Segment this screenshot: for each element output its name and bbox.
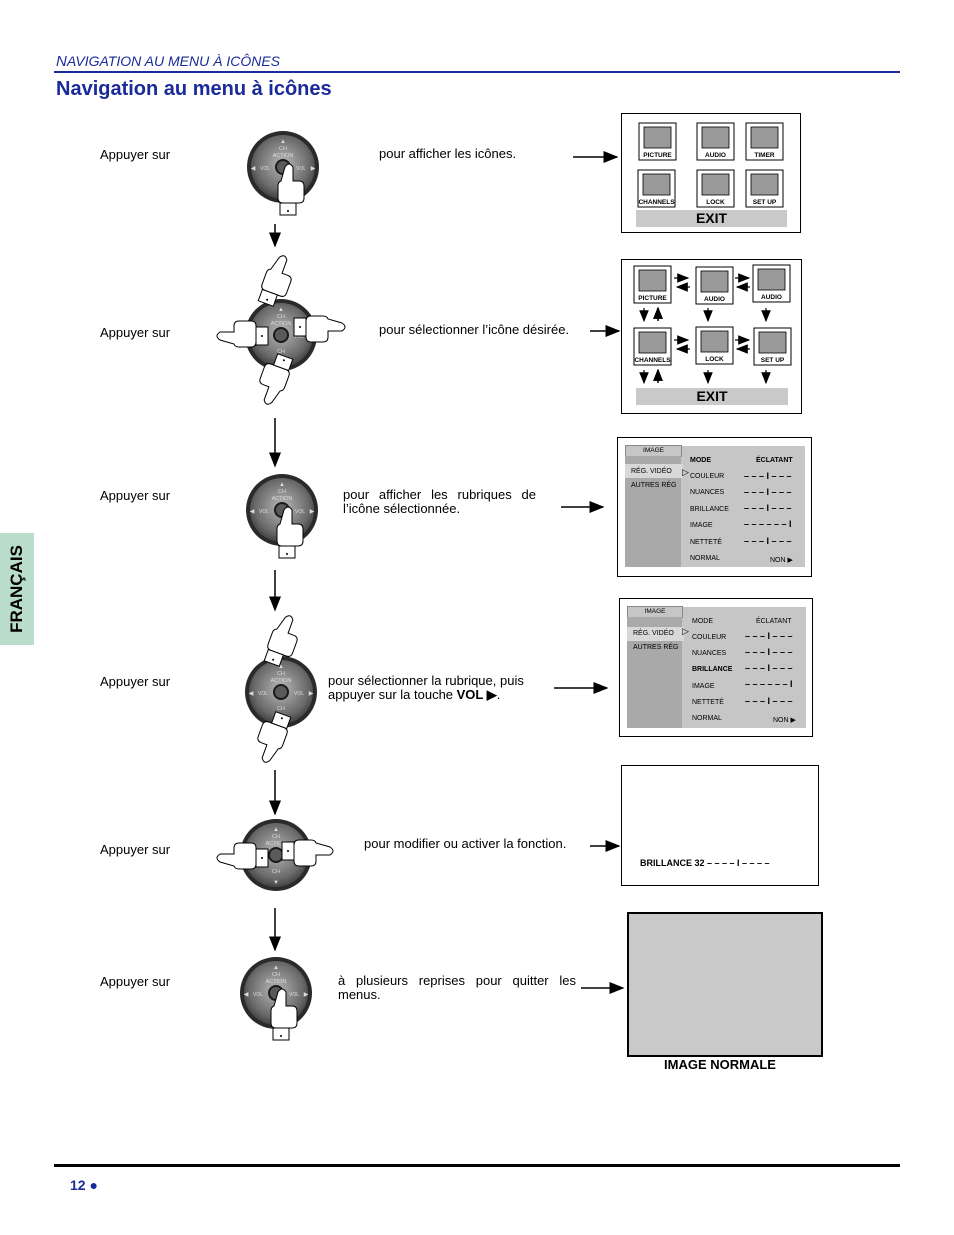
row-nettete-value-2: – – – I – – – xyxy=(745,696,793,706)
row-normal-value: NON ▶ xyxy=(770,557,793,564)
row-image-value: – – – – – – I xyxy=(744,519,792,529)
svg-text:CHANNELS: CHANNELS xyxy=(634,357,671,364)
left-item-video-2[interactable]: RÉG. VIDÉO xyxy=(633,630,674,637)
row-brillance-label: BRILLANCE xyxy=(690,506,729,513)
icon-nav-panel: PICTURE AUDIO AUDIO CHANNELS LOCK SET UP EXIT xyxy=(621,259,802,414)
svg-text:AUDIO: AUDIO xyxy=(761,294,782,301)
row-nuances-value-2: – – – I – – – xyxy=(745,647,793,657)
normal-picture-caption: IMAGE NORMALE xyxy=(664,1057,776,1072)
svg-text:AUDIO: AUDIO xyxy=(705,152,726,159)
row-image-value-2: – – – – – – I xyxy=(745,679,793,689)
page-number: 12 ● xyxy=(70,1177,98,1193)
row-nettete-label-2: NETTETÉ xyxy=(692,699,724,706)
step5-label: Appuyer sur xyxy=(100,842,171,857)
row-couleur-value-2: – – – I – – – xyxy=(745,631,793,641)
icon-tile-channels-main[interactable]: CHANNELS xyxy=(637,169,676,208)
step3-desc: pour afficher les rubriques de l’icône s… xyxy=(343,487,536,516)
svg-text:PICTURE: PICTURE xyxy=(638,295,667,302)
icon-tile-audio-nav[interactable]: AUDIO xyxy=(695,266,734,305)
row-couleur-label: COULEUR xyxy=(690,473,725,480)
step4-desc: pour sélectionner la rubrique, puis appu… xyxy=(328,673,524,702)
step6-desc: à plusieurs reprises pour quitter les me… xyxy=(338,973,576,1002)
svg-text:PICTURE: PICTURE xyxy=(643,152,672,159)
icon-tile-set-up-main[interactable]: SET UP xyxy=(745,169,784,208)
row-normal-label-2: NORMAL xyxy=(692,715,722,722)
icon-tile-timer-main[interactable]: TIMER xyxy=(745,122,784,161)
row-mode-label-2: MODE xyxy=(692,618,713,625)
row-couleur-label-2: COULEUR xyxy=(692,634,727,641)
left-item-video[interactable]: RÉG. VIDÉO xyxy=(631,468,672,475)
step1-label: Appuyer sur xyxy=(100,147,171,162)
icon-tile-lock-main[interactable]: LOCK xyxy=(696,169,735,208)
page-title: Navigation au menu à icônes xyxy=(56,78,332,100)
row-nettete-value: – – – I – – – xyxy=(744,536,792,546)
icon-tile-audio-main[interactable]: AUDIO xyxy=(696,122,735,161)
left-item-other[interactable]: AUTRES RÉG xyxy=(631,482,677,489)
image-menu-panel: IMAGE RÉG. VIDÉO AUTRES RÉG ▷ MODE ÉCLAT… xyxy=(617,437,812,577)
row-normal-value-2: NON ▶ xyxy=(773,717,796,724)
exit-button-2[interactable]: EXIT xyxy=(636,388,788,405)
row-nuances-value: – – – I – – – xyxy=(744,487,792,497)
row-nuances-label: NUANCES xyxy=(690,489,725,496)
step1-desc: pour afficher les icônes. xyxy=(379,146,517,161)
left-item-other-2[interactable]: AUTRES RÉG xyxy=(633,644,679,651)
icon-tile-channels-nav[interactable]: CHANNELS xyxy=(633,327,672,366)
step4-label: Appuyer sur xyxy=(100,674,171,689)
row-mode-label: MODE xyxy=(690,457,711,464)
language-tab: FRANÇAIS xyxy=(0,533,34,645)
exit-button[interactable]: EXIT xyxy=(636,210,787,227)
header-rule xyxy=(54,71,900,73)
row-couleur-value: – – – I – – – xyxy=(744,471,792,481)
image-menu-panel-2: IMAGE RÉG. VIDÉO AUTRES RÉG ▷ MODE ÉCLAT… xyxy=(619,598,813,737)
row-image-label-2: IMAGE xyxy=(692,683,715,690)
icon-tile-set-up-nav[interactable]: SET UP xyxy=(753,327,792,366)
row-brillance-value: – – – I – – – xyxy=(744,503,792,513)
icon-tile-audio-nav[interactable]: AUDIO xyxy=(752,264,791,303)
section-header: NAVIGATION AU MENU À ICÔNES xyxy=(56,53,280,70)
step3-label: Appuyer sur xyxy=(100,488,171,503)
svg-text:CHANNELS: CHANNELS xyxy=(638,199,675,206)
icon-tile-picture-nav[interactable]: PICTURE xyxy=(633,265,672,304)
svg-text:LOCK: LOCK xyxy=(705,356,724,363)
icon-tile-lock-nav[interactable]: LOCK xyxy=(695,326,734,365)
selection-pointer-icon-2: ▷ xyxy=(682,626,689,636)
svg-text:TIMER: TIMER xyxy=(754,152,775,159)
svg-text:SET UP: SET UP xyxy=(761,357,785,364)
row-brillance-label-2[interactable]: BRILLANCE xyxy=(692,666,733,673)
icon-tile-picture-main[interactable]: PICTURE xyxy=(638,122,677,161)
selection-pointer-icon: ▷ xyxy=(682,467,689,477)
svg-text:AUDIO: AUDIO xyxy=(704,296,725,303)
svg-text:SET UP: SET UP xyxy=(753,199,777,206)
brightness-readout: BRILLANCE 32 – – – – I – – – – xyxy=(640,858,770,868)
step5-desc: pour modifier ou activer la fonction. xyxy=(364,836,567,851)
step2-desc: pour sélectionner l’icône désirée. xyxy=(379,322,570,337)
brightness-screen: BRILLANCE 32 – – – – I – – – – xyxy=(621,765,819,886)
row-brillance-value-2: – – – I – – – xyxy=(745,663,793,673)
row-nettete-label: NETTETÉ xyxy=(690,539,722,546)
row-nuances-label-2: NUANCES xyxy=(692,650,727,657)
icon-menu-panel: PICTURE AUDIO TIMER CHANNELS LOCK SET UP EXIT xyxy=(621,113,801,233)
row-mode-value-2: ÉCLATANT xyxy=(756,618,792,625)
step2-label: Appuyer sur xyxy=(100,325,171,340)
row-mode-value: ÉCLATANT xyxy=(756,457,793,464)
svg-text:LOCK: LOCK xyxy=(706,199,725,206)
row-image-label: IMAGE xyxy=(690,522,713,529)
row-normal-label: NORMAL xyxy=(690,555,720,562)
step6-label: Appuyer sur xyxy=(100,974,171,989)
footer-rule xyxy=(54,1164,900,1167)
normal-picture-screen xyxy=(627,912,823,1057)
